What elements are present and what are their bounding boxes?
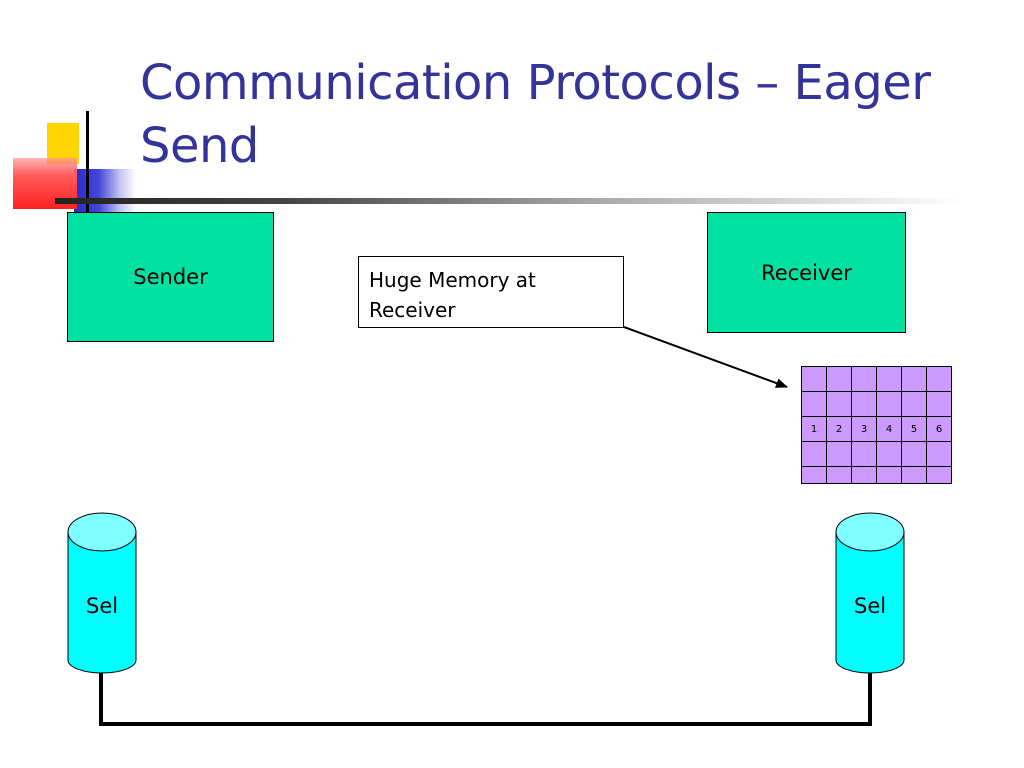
- grid-cell: [801, 466, 827, 484]
- grid-row: [801, 441, 952, 467]
- grid-cell: [801, 366, 827, 392]
- sender-box: Sender: [67, 212, 274, 342]
- grid-cell: [876, 441, 902, 467]
- yellow-square-decoration: [47, 123, 79, 164]
- grid-cell: [851, 441, 877, 467]
- grid-cell: [826, 466, 852, 484]
- receiver-box: Receiver: [707, 212, 906, 333]
- grid-cell: [901, 466, 927, 484]
- grid-cell: [926, 366, 952, 392]
- grid-cell: [876, 366, 902, 392]
- network-wire: [99, 668, 872, 726]
- right-storage-cylinder: [835, 512, 905, 674]
- grid-cell: 6: [926, 416, 952, 442]
- note-arrow: [623, 326, 788, 388]
- grid-cell: [876, 466, 902, 484]
- grid-cell: [901, 366, 927, 392]
- grid-cell: [826, 366, 852, 392]
- left-cylinder-label: Sel: [86, 594, 119, 618]
- grid-cell: [926, 466, 952, 484]
- grid-cell: [926, 391, 952, 417]
- memory-note-box: Huge Memory at Receiver: [358, 256, 624, 328]
- grid-cell: [826, 441, 852, 467]
- sender-label: Sender: [133, 265, 208, 289]
- receiver-label: Receiver: [761, 261, 852, 285]
- left-storage-cylinder: [67, 512, 137, 674]
- grid-cell: [851, 466, 877, 484]
- grid-cell: 3: [851, 416, 877, 442]
- grid-cell: [801, 391, 827, 417]
- right-cylinder-label: Sel: [854, 594, 887, 618]
- blue-square-decoration: [74, 169, 136, 220]
- grid-cell: 2: [826, 416, 852, 442]
- grid-cell: 5: [901, 416, 927, 442]
- grid-cell: 1: [801, 416, 827, 442]
- vertical-rule-decoration: [86, 111, 89, 223]
- memory-note-text: Huge Memory at Receiver: [369, 268, 536, 322]
- slide-title: Communication Protocols – Eager Send: [140, 55, 931, 174]
- grid-row: [801, 466, 952, 484]
- grid-row: [801, 366, 952, 392]
- grid-cell: [926, 441, 952, 467]
- title-underline: [55, 198, 965, 204]
